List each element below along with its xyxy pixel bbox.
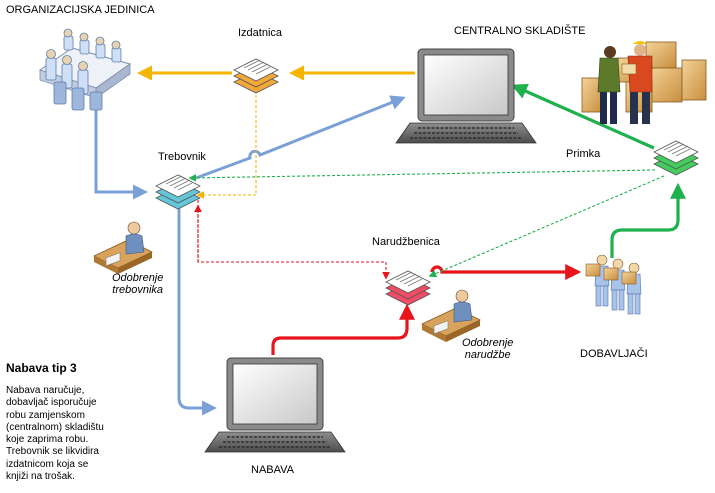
flow-order-to-suppliers <box>430 264 582 280</box>
suppliers-label: DOBAVLJAČI <box>580 348 648 360</box>
flow-receipt-to-warehouse <box>511 83 655 150</box>
central-warehouse-label: CENTRALNO SKLADIŠTE <box>454 25 586 37</box>
description-line: (centralnom) skladištu <box>6 421 104 433</box>
description-line: Trebovnik se likvidira <box>6 446 99 458</box>
description-line: koje zaprima robu. <box>6 434 89 446</box>
requisition-document-icon <box>155 174 201 210</box>
dashed-receipt-to-order <box>428 175 665 278</box>
description-title: Nabava tip 3 <box>6 361 77 375</box>
description-line: dobavljač isporučuje <box>6 397 97 409</box>
flow-procurement-to-order <box>271 303 415 355</box>
order-approval-line-1: Odobrenje <box>462 337 514 349</box>
issue-note-label: Izdatnica <box>238 27 283 39</box>
dashed-issue-to-requisition <box>196 95 257 199</box>
suppliers-group-icon <box>585 254 642 315</box>
order-approval-clerk-icon <box>421 289 481 343</box>
description-text: Nabava naručuje, dobavljač isporučuje ro… <box>6 385 156 483</box>
flow-requisition-to-warehouse <box>195 95 406 180</box>
order-approval-label: Odobrenje narudžbe <box>462 337 513 361</box>
flow-org-unit-to-requisition <box>94 102 148 200</box>
issue-note-document-icon <box>233 58 279 94</box>
workers-with-boxes-icon <box>581 41 707 124</box>
dashed-requisition-to-order <box>197 200 390 280</box>
requisition-approval-line-1: Odobrenje <box>112 272 164 284</box>
description-line: Nabava naručuje, <box>6 385 85 396</box>
order-label: Narudžbenica <box>372 236 440 248</box>
org-unit-label: ORGANIZACIJSKA JEDINICA <box>6 4 155 16</box>
requisition-label: Trebovnik <box>158 151 206 163</box>
requisition-approval-label: Odobrenje trebovnika <box>112 272 163 296</box>
warehouse-laptop-icon <box>395 48 537 144</box>
dashed-receipt-to-requisition <box>188 169 656 182</box>
order-approval-line-2: narudžbe <box>464 349 511 361</box>
flow-suppliers-to-receipt <box>610 182 686 258</box>
meeting-group-icon <box>38 28 132 111</box>
procurement-label: NABAVA <box>251 464 294 476</box>
order-document-icon <box>385 270 431 306</box>
procurement-laptop-icon <box>204 357 346 453</box>
receipt-label: Primka <box>566 148 601 160</box>
requisition-approval-line-2: trebovnika <box>112 284 164 296</box>
description-line: robu zamjenskom <box>6 409 85 421</box>
flow-requisition-to-procurement <box>177 208 217 416</box>
receipt-document-icon <box>653 140 699 176</box>
requisition-approval-clerk-icon <box>93 221 153 275</box>
description-line: izdatnicom koja se <box>6 458 89 470</box>
description-line: knjiži na trošak. <box>6 471 75 483</box>
